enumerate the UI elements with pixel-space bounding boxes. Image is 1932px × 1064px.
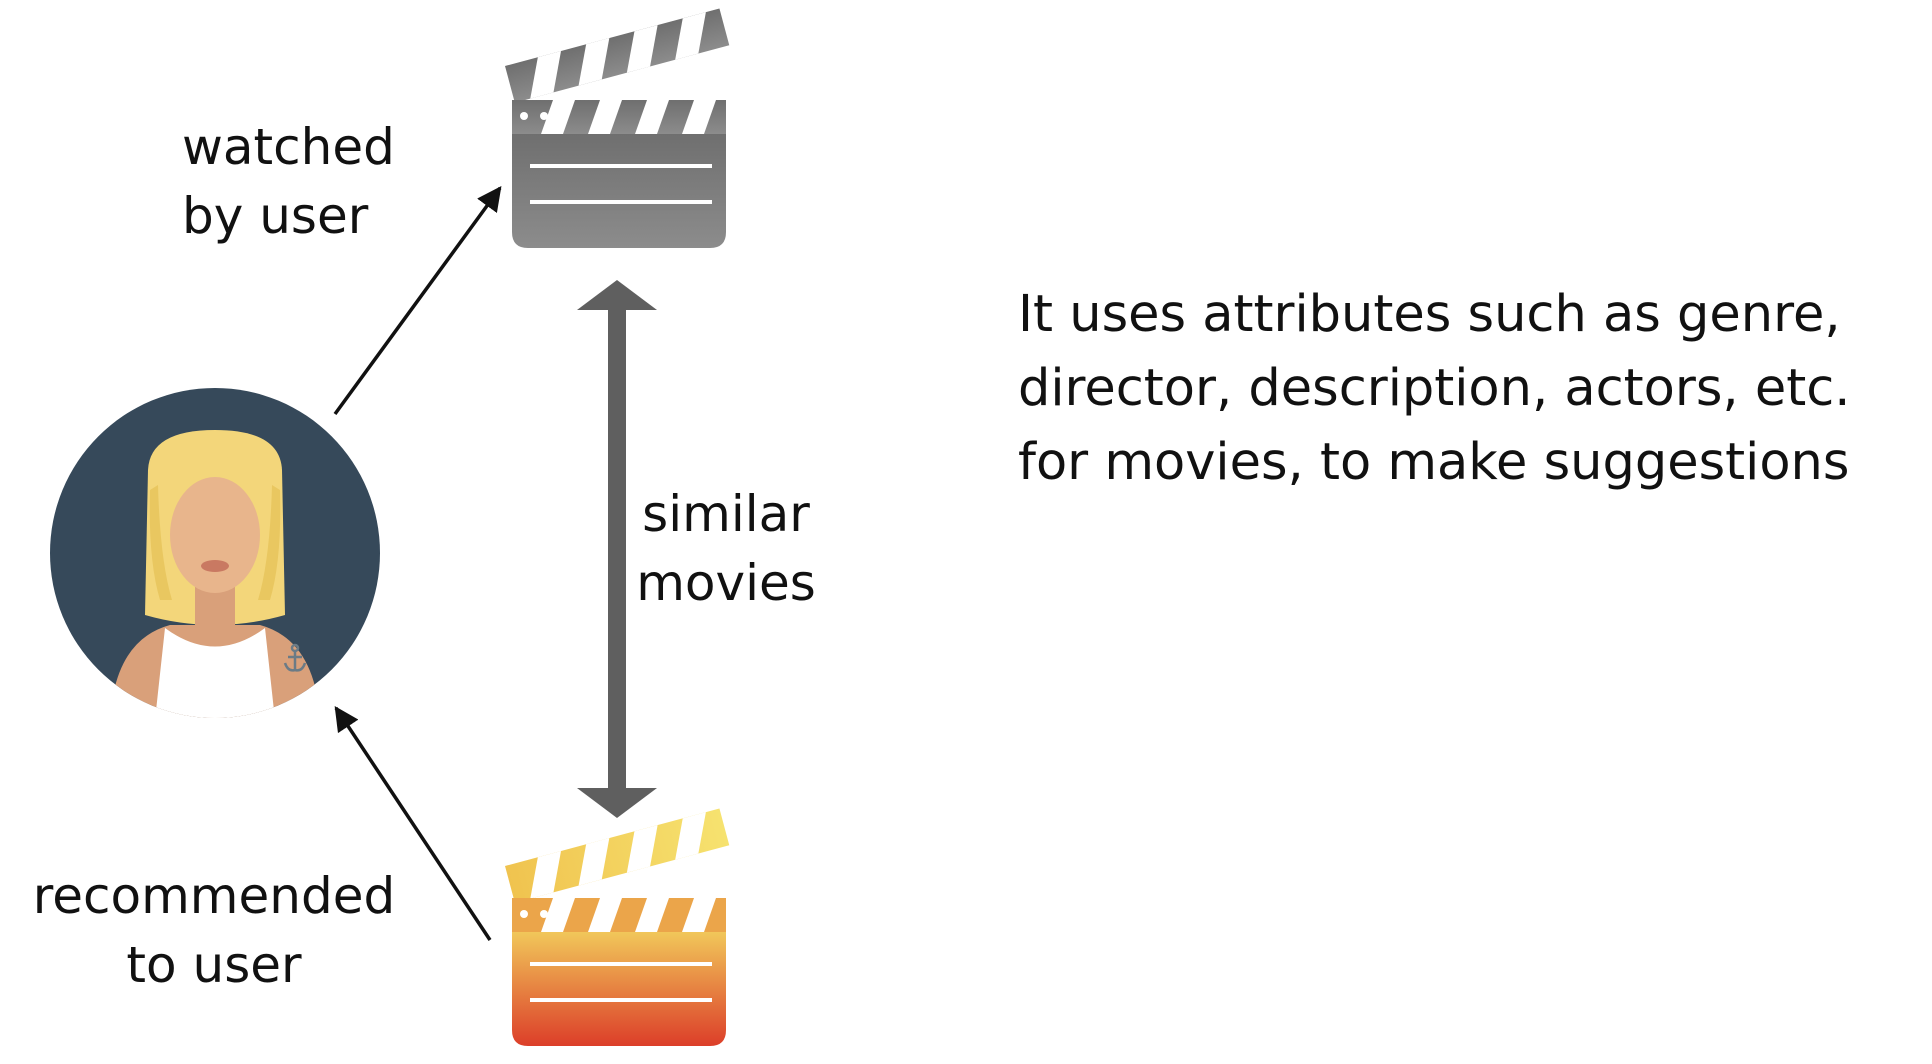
watched-by-user-label: watched by user [182,113,395,251]
description-line: director, description, actors, etc. [1018,359,1851,418]
anchor-tattoo-icon [283,643,307,672]
similar-movies-label: similar movies [626,480,826,618]
description-line: It uses attributes such as genre, [1018,285,1841,344]
label-line: watched [182,118,395,176]
label-line: movies [636,554,816,612]
label-line: recommended [32,867,396,925]
watched-arrow [333,186,502,416]
recommended-arrow [334,705,492,941]
similarity-double-arrow [577,280,657,818]
label-line: by user [182,187,369,245]
label-line: to user [126,936,302,994]
description-line: for movies, to make suggestions [1018,433,1850,492]
user-avatar-icon [50,388,380,718]
clapperboard-icon [505,8,730,248]
recommended-to-user-label: recommended to user [24,862,404,1000]
label-line: similar [642,485,810,543]
clapperboard-icon [505,808,730,1046]
description-text: It uses attributes such as genre, direct… [1018,278,1898,500]
